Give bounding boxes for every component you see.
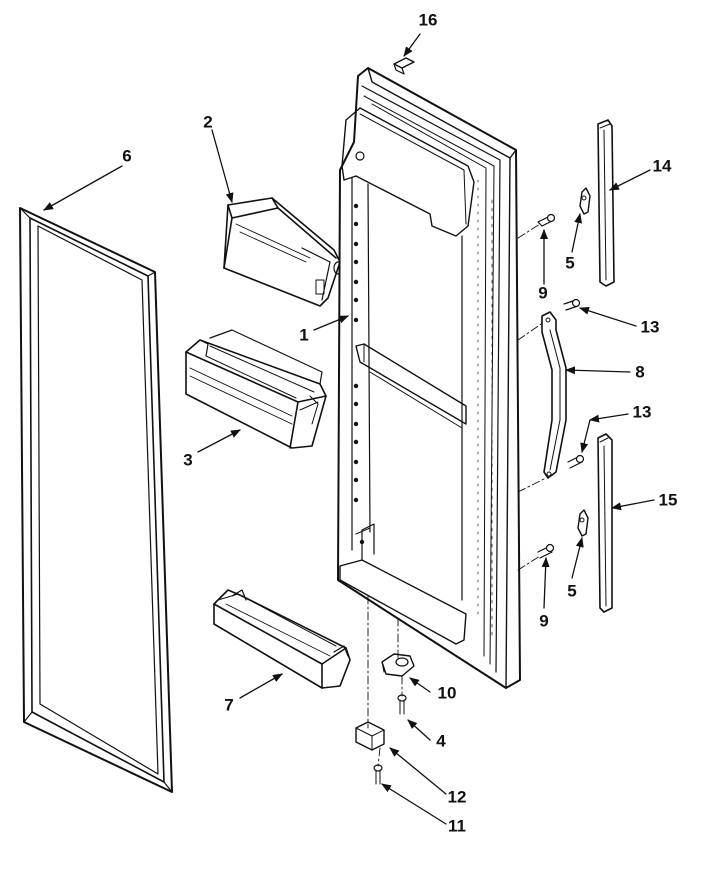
- callout-13b: 13: [632, 402, 652, 422]
- callout-3: 3: [183, 450, 193, 470]
- callout-8: 8: [635, 362, 645, 382]
- callout-1: 1: [299, 325, 309, 345]
- callout-4: 4: [436, 731, 446, 751]
- lower-hinge-part: [356, 722, 384, 750]
- lower-trim-strip-part: [598, 434, 612, 612]
- callout-7: 7: [224, 695, 234, 715]
- assembly-centerlines: [368, 224, 546, 766]
- hinge-screw-part: [398, 695, 406, 714]
- door-rail-part: [214, 590, 350, 688]
- callout-2: 2: [203, 112, 213, 132]
- callout-10: 10: [437, 683, 457, 703]
- callout-9b: 9: [539, 611, 549, 631]
- upper-trim-strip-part: [598, 120, 614, 286]
- trim-clip-part: [580, 188, 590, 214]
- leader-lines: [43, 34, 654, 824]
- callout-12: 12: [447, 787, 467, 807]
- hinge-screw-part: [374, 765, 382, 784]
- callout-13a: 13: [640, 317, 660, 337]
- door-handle-part: [542, 312, 566, 478]
- hinge-bushing-part: [382, 654, 414, 676]
- callout-14: 14: [652, 156, 672, 176]
- trim-clip-part: [578, 510, 588, 536]
- callout-16: 16: [418, 10, 438, 30]
- door-assembly-part: [338, 68, 520, 688]
- screw-part: [568, 456, 584, 469]
- door-bin-part: [186, 330, 326, 448]
- screw-part: [538, 545, 554, 559]
- screw-part: [538, 215, 555, 227]
- callout-5a: 5: [565, 253, 575, 273]
- door-gasket-part: [20, 208, 172, 792]
- door-stile-holes: [353, 203, 365, 545]
- callout-15: 15: [658, 490, 678, 510]
- callout-6: 6: [122, 146, 132, 166]
- callout-5b: 5: [567, 581, 577, 601]
- plug-part: [394, 58, 414, 74]
- callout-11: 11: [448, 816, 466, 836]
- callout-9a: 9: [538, 283, 548, 303]
- screw-part: [564, 300, 580, 311]
- dairy-door-part: [224, 198, 342, 306]
